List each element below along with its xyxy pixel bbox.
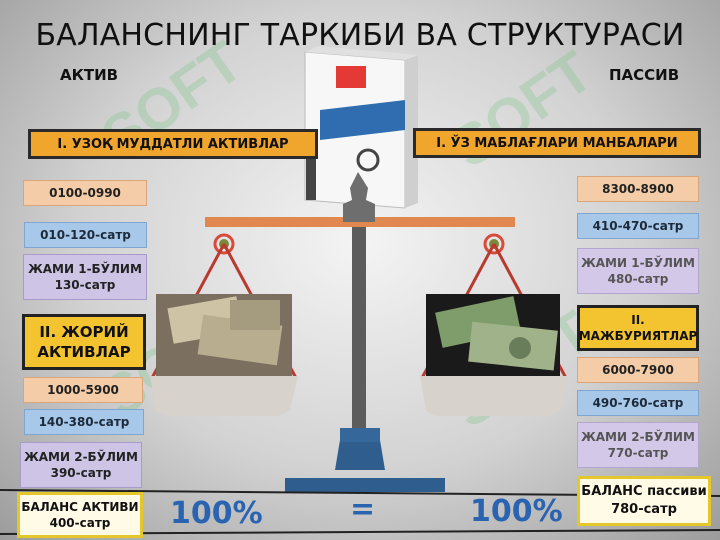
left-total-1: ЖАМИ 1-БЎЛИМ 130-сатр xyxy=(23,254,147,300)
long-term-assets-header: I. УЗОҚ МУДДАТЛИ АКТИВЛАР xyxy=(28,129,318,159)
scale-base xyxy=(335,440,385,470)
own-funds-header: I. ЎЗ МАБЛАҒЛАРИ МАНБАЛАРИ xyxy=(413,128,701,158)
right-total-1-line: 480-сатр xyxy=(608,271,669,287)
balance-assets-line: 400-сатр xyxy=(50,515,111,531)
current-assets-title-2: АКТИВЛАР xyxy=(37,342,130,362)
current-assets-title-1: II. ЖОРИЙ xyxy=(39,322,128,342)
svg-text:SOFT: SOFT xyxy=(440,39,604,181)
liabilities-header: II. МАЖБУРИЯТЛАР xyxy=(577,305,699,351)
left-range-2: 1000-5900 xyxy=(23,377,143,403)
left-total-2-line: 390-сатр xyxy=(51,465,112,481)
liabilities-title-2: МАЖБУРИЯТЛАР xyxy=(579,328,698,344)
banknotes-image-left xyxy=(156,294,292,376)
dollars-image-right xyxy=(426,294,560,376)
scale-pan-right xyxy=(420,376,568,416)
left-total-1-line: 130-сатр xyxy=(55,277,116,293)
right-lines-1: 410-470-сатр xyxy=(577,213,699,239)
balance-liabilities-title: БАЛАНС пассиви xyxy=(581,483,706,501)
balance-assets-title: БАЛАНС АКТИВИ xyxy=(21,499,138,515)
right-total-1: ЖАМИ 1-БЎЛИМ 480-сатр xyxy=(577,248,699,294)
balance-assets-box: БАЛАНС АКТИВИ 400-сатр xyxy=(17,492,143,538)
left-lines-1: 010-120-сатр xyxy=(24,222,147,248)
right-total-1-title: ЖАМИ 1-БЎЛИМ xyxy=(581,255,695,271)
right-total-2-line: 770-сатр xyxy=(608,445,669,461)
balance-liabilities-box: БАЛАНС пассиви 780-сатр xyxy=(577,476,711,526)
right-range-1: 8300-8900 xyxy=(577,176,699,202)
scale-pillar xyxy=(352,227,366,432)
liabilities-title-1: II. xyxy=(631,312,645,328)
liabilities-percent: 100% xyxy=(470,494,563,529)
passiv-label: ПАССИВ xyxy=(609,66,679,84)
right-range-2: 6000-7900 xyxy=(577,357,699,383)
left-lines-2: 140-380-сатр xyxy=(24,409,144,435)
left-total-1-title: ЖАМИ 1-БЎЛИМ xyxy=(28,261,142,277)
page-title: БАЛАНСНИНГ ТАРКИБИ ВА СТРУКТУРАСИ xyxy=(0,18,720,53)
right-total-2-title: ЖАМИ 2-БЎЛИМ xyxy=(581,429,695,445)
scale-pan-left xyxy=(150,376,298,416)
left-range-1: 0100-0990 xyxy=(23,180,147,206)
equals-sign: = xyxy=(350,492,375,527)
assets-percent: 100% xyxy=(170,496,263,531)
right-total-2: ЖАМИ 2-БЎЛИМ 770-сатр xyxy=(577,422,699,468)
right-lines-2: 490-760-сатр xyxy=(577,390,699,416)
current-assets-header: II. ЖОРИЙ АКТИВЛАР xyxy=(22,314,146,370)
left-total-2: ЖАМИ 2-БЎЛИМ 390-сатр xyxy=(20,442,142,488)
balance-liabilities-line: 780-сатр xyxy=(611,501,677,519)
left-total-2-title: ЖАМИ 2-БЎЛИМ xyxy=(24,449,138,465)
aktiv-label: АКТИВ xyxy=(60,66,118,84)
